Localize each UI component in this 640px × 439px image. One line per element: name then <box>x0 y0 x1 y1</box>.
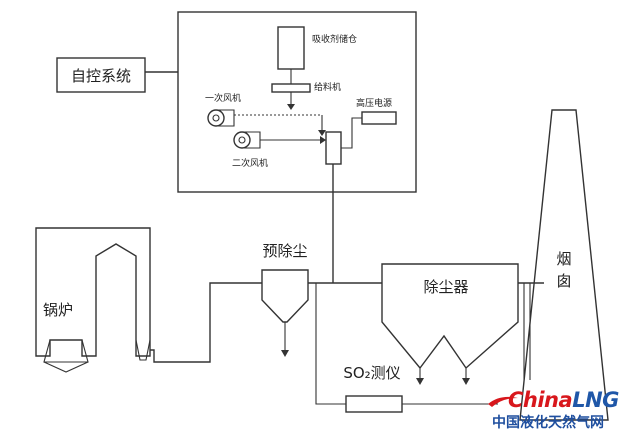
primary-fan-icon <box>207 109 225 127</box>
pre-dust-arrow <box>281 350 289 357</box>
hv-power-label: 高压电源 <box>356 97 392 109</box>
injection-unit <box>325 131 342 165</box>
primary-fan-label: 一次风机 <box>205 92 241 104</box>
secondary-air-arrow <box>320 136 326 144</box>
secondary-fan-icon <box>233 131 251 149</box>
logo-text-en-accent: LNG <box>572 388 619 412</box>
pre-dust-label: 预除尘 <box>262 242 307 260</box>
feeder-label: 给料机 <box>314 81 341 93</box>
absorbent-bin <box>277 26 305 70</box>
control-system-label: 自控系统 <box>71 67 131 85</box>
precipitator-arrow-right <box>462 378 470 385</box>
boiler-label: 锅炉 <box>43 301 73 319</box>
hv-power-line <box>341 117 362 149</box>
feeder-box <box>271 83 311 93</box>
chinalng-logo: ChinaLNG 中国液化天然气网 <box>488 388 636 432</box>
secondary-fan-label: 二次风机 <box>232 157 268 169</box>
absorbent-bin-label: 吸收剂储仓 <box>312 33 357 45</box>
control-system-box <box>56 57 146 93</box>
boiler-body <box>35 227 151 357</box>
boiler-outlet-duct <box>150 282 262 363</box>
pre-dust-collector <box>261 269 309 323</box>
primary-air-arrow <box>318 130 326 136</box>
precipitator-body <box>381 263 519 370</box>
logo-text-en: China <box>508 388 573 412</box>
chimney-label-2: 囱 <box>556 272 571 290</box>
so2-sample-in <box>315 283 346 405</box>
chimney <box>519 109 609 421</box>
so2-meter-box <box>345 395 403 413</box>
logo-text-cn: 中国液化天然气网 <box>492 415 604 431</box>
feeder-arrow <box>287 104 295 110</box>
logo-swoosh-icon <box>488 396 518 407</box>
hv-power-box <box>361 111 397 125</box>
chimney-label-1: 烟 <box>556 250 571 268</box>
precipitator-label: 除尘器 <box>423 278 468 296</box>
so2-meter-label: SO₂测仪 <box>343 364 400 382</box>
precipitator-arrow-left <box>416 378 424 385</box>
control-room-box <box>177 11 417 193</box>
